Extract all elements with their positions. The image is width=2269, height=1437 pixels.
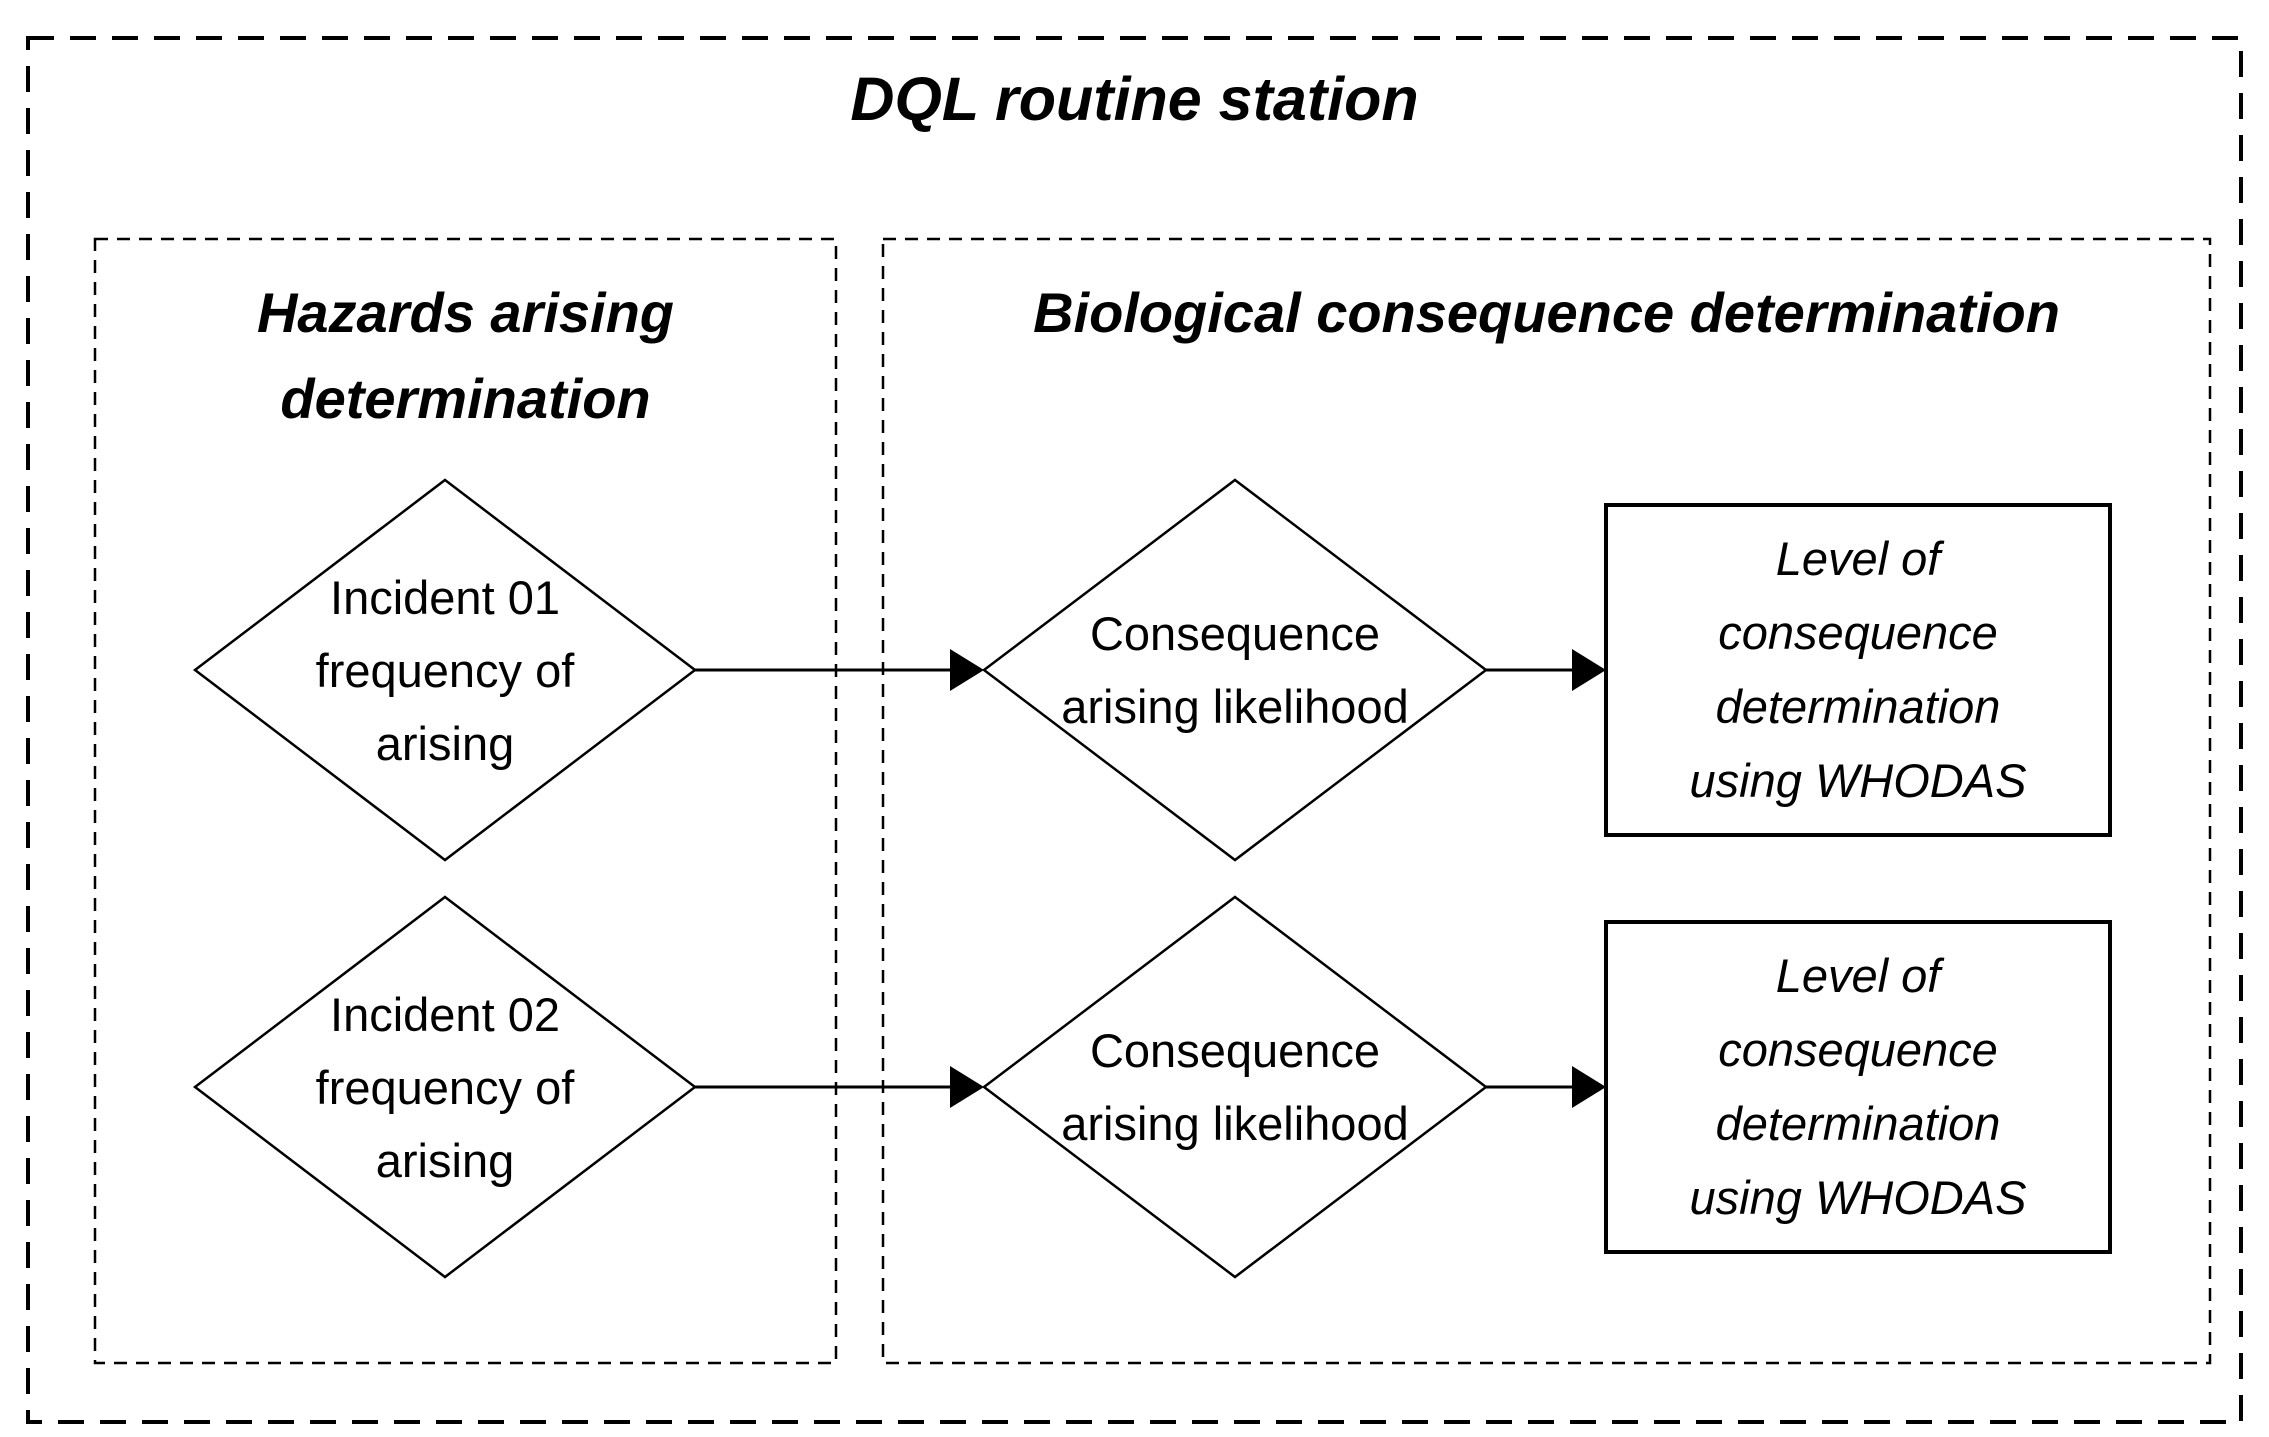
level-top-line1: Level of	[1775, 532, 1941, 585]
right-arrowhead-icon	[950, 1066, 984, 1108]
level-top-line2: consequence	[1718, 606, 1998, 659]
incident-01-line3: arising	[375, 717, 515, 770]
hazards-section-title: Hazards arising determination	[95, 270, 836, 442]
consequence-bottom-diamond-label: Consequence arising likelihood	[975, 1014, 1495, 1160]
consequence-bottom-line1: Consequence	[1089, 1024, 1381, 1077]
arrow-incident02-to-consequence	[695, 1066, 984, 1108]
biological-section-title: Biological consequence determination	[1033, 281, 2060, 344]
level-top-line4: using WHODAS	[1689, 754, 2027, 807]
incident-01-line1: Incident 01	[330, 571, 560, 624]
outer-frame	[26, 36, 2243, 1424]
level-bottom-line3: determination	[1715, 1097, 2001, 1150]
level-top-line3: determination	[1715, 680, 2001, 733]
arrow-consequence-to-level-bottom	[1486, 1066, 1606, 1108]
incident-01-diamond-label: Incident 01 frequency of arising	[195, 561, 695, 780]
consequence-bottom-diamond-shape	[981, 895, 1489, 1279]
right-arrowhead-icon	[950, 649, 984, 691]
level-bottom-box-label: Level of consequence determination using…	[1606, 939, 2110, 1235]
consequence-top-line1: Consequence	[1089, 607, 1381, 660]
consequence-bottom-line2: arising likelihood	[1061, 1097, 1409, 1150]
right-arrowhead-icon	[1572, 1066, 1606, 1108]
right-arrowhead-icon	[1572, 649, 1606, 691]
level-bottom-line1: Level of	[1775, 949, 1941, 1002]
level-bottom-line2: consequence	[1718, 1023, 1998, 1076]
hazards-section-title-line2: determination	[280, 367, 651, 430]
incident-02-diamond-label: Incident 02 frequency of arising	[195, 978, 695, 1197]
consequence-top-line2: arising likelihood	[1061, 680, 1409, 733]
incident-02-line3: arising	[375, 1134, 515, 1187]
hazards-section-frame	[93, 237, 838, 1365]
consequence-top-diamond-label: Consequence arising likelihood	[975, 597, 1495, 743]
incident-02-diamond-shape	[192, 895, 698, 1279]
incident-01-line2: frequency of	[315, 644, 575, 697]
incident-02-line1: Incident 02	[330, 988, 560, 1041]
biological-section-frame	[881, 237, 2212, 1365]
hazards-section-title-line1: Hazards arising	[256, 281, 675, 344]
consequence-top-diamond-shape	[981, 478, 1489, 862]
arrow-incident01-to-consequence	[695, 649, 984, 691]
level-bottom-line4: using WHODAS	[1689, 1171, 2027, 1224]
diagram-title: DQL routine station	[850, 65, 1419, 133]
level-top-box-label: Level of consequence determination using…	[1606, 522, 2110, 818]
incident-01-diamond-shape	[192, 478, 698, 862]
incident-02-line2: frequency of	[315, 1061, 575, 1114]
arrow-consequence-to-level-top	[1486, 649, 1606, 691]
